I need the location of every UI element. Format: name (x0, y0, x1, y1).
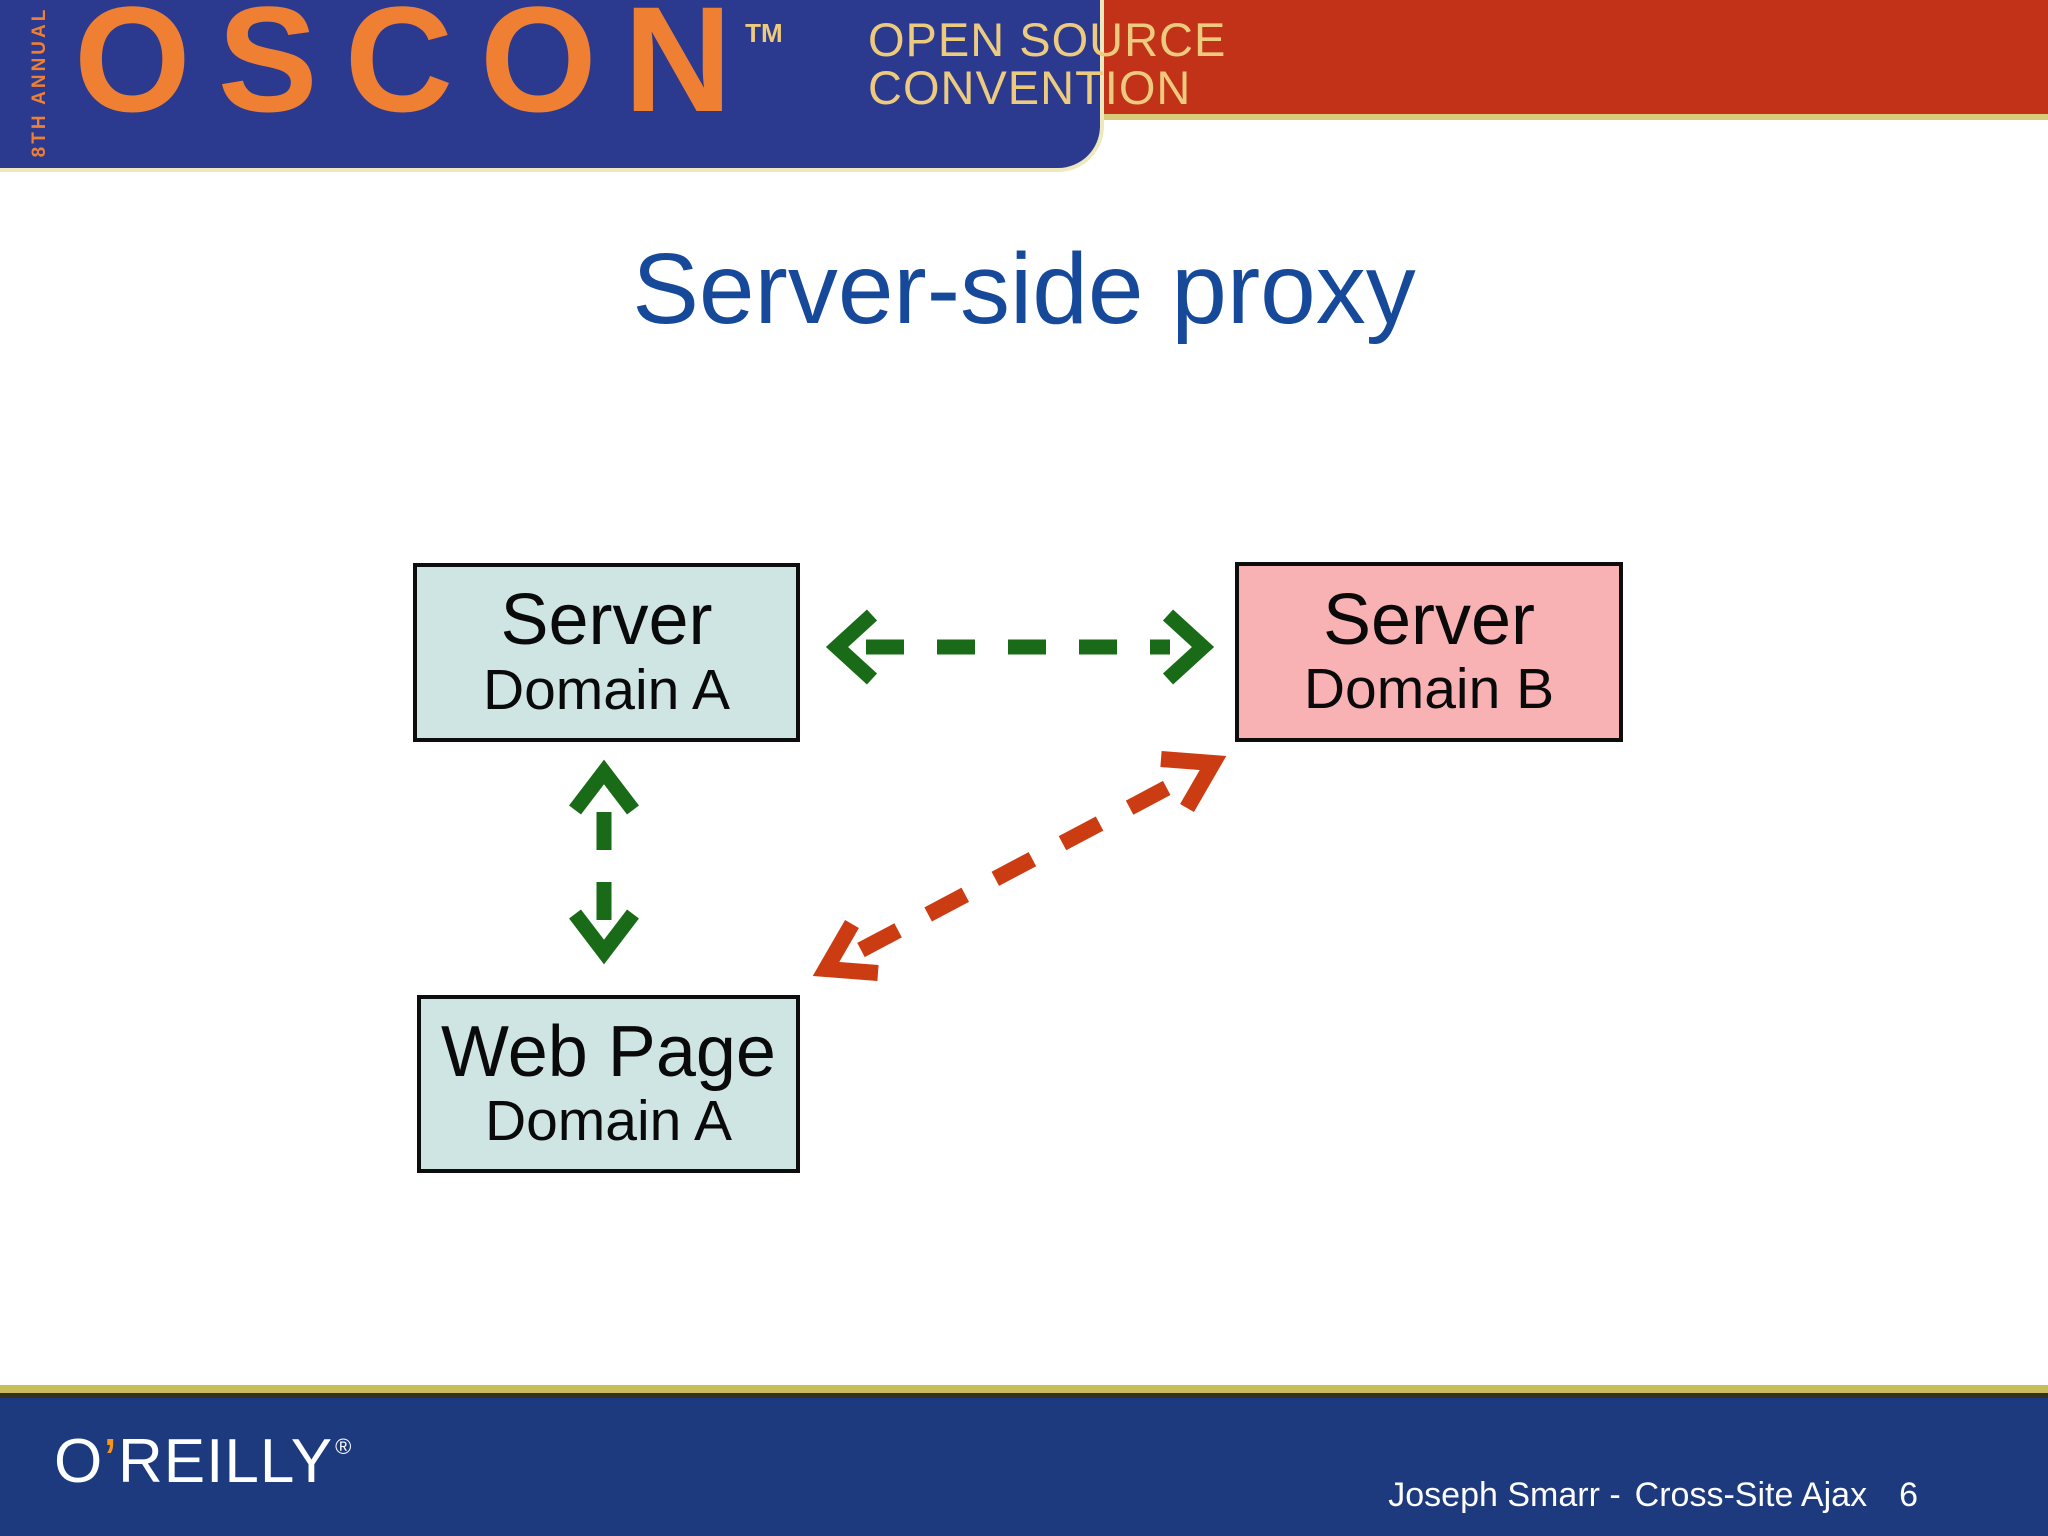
tagline-line-2: CONVENTION (868, 60, 1192, 114)
node-web-page-domain-a: Web Page Domain A (417, 995, 800, 1173)
node-title: Server (500, 580, 713, 661)
arrow-server-a-web-page (569, 759, 639, 965)
slide-title: Server-side proxy (632, 233, 1416, 345)
node-subtitle: Domain A (482, 657, 731, 722)
node-title: Server (1322, 579, 1536, 660)
node-server-domain-a: Server Domain A (413, 563, 800, 742)
node-server-domain-b: Server Domain B (1235, 562, 1623, 742)
oscon-logo: OSCON TM (74, 0, 783, 134)
arrow-server-a-server-b (825, 609, 1215, 685)
footer (0, 1398, 2048, 1536)
oreilly-apostrophe: ’ (103, 1427, 119, 1496)
node-subtitle: Domain A (484, 1089, 733, 1154)
oreilly-logo: O’REILLY® (54, 1426, 352, 1497)
oscon-tagline: OPEN SOURCE CONVENTION (868, 16, 1226, 112)
credit-talk-title: Cross-Site Ajax (1634, 1476, 1868, 1514)
page-number: 6 (1899, 1476, 1918, 1514)
footer-gold-stripe (0, 1385, 2048, 1393)
oscon-header: 8TH ANNUAL OSCON TM OPEN SOURCE CONVENTI… (0, 0, 1225, 172)
oscon-logo-text: OSCON (74, 0, 760, 143)
arrow-web-page-server-b (812, 751, 1227, 981)
tagline-line-1: OPEN SOURCE (868, 13, 1227, 66)
oreilly-rest: REILLY (118, 1427, 334, 1496)
annual-label: 8TH ANNUAL (29, 6, 50, 158)
registered-mark: ® (335, 1434, 353, 1459)
node-subtitle: Domain B (1303, 657, 1555, 722)
oreilly-o: O (54, 1427, 104, 1496)
credit-author: Joseph Smarr - (1388, 1476, 1621, 1514)
slide-credit: Joseph Smarr - Cross-Site Ajax 6 (1388, 1476, 1918, 1515)
node-title: Web Page (441, 1011, 776, 1092)
trademark-mark: TM (745, 18, 783, 48)
footer-dark-stripe (0, 1393, 2048, 1398)
